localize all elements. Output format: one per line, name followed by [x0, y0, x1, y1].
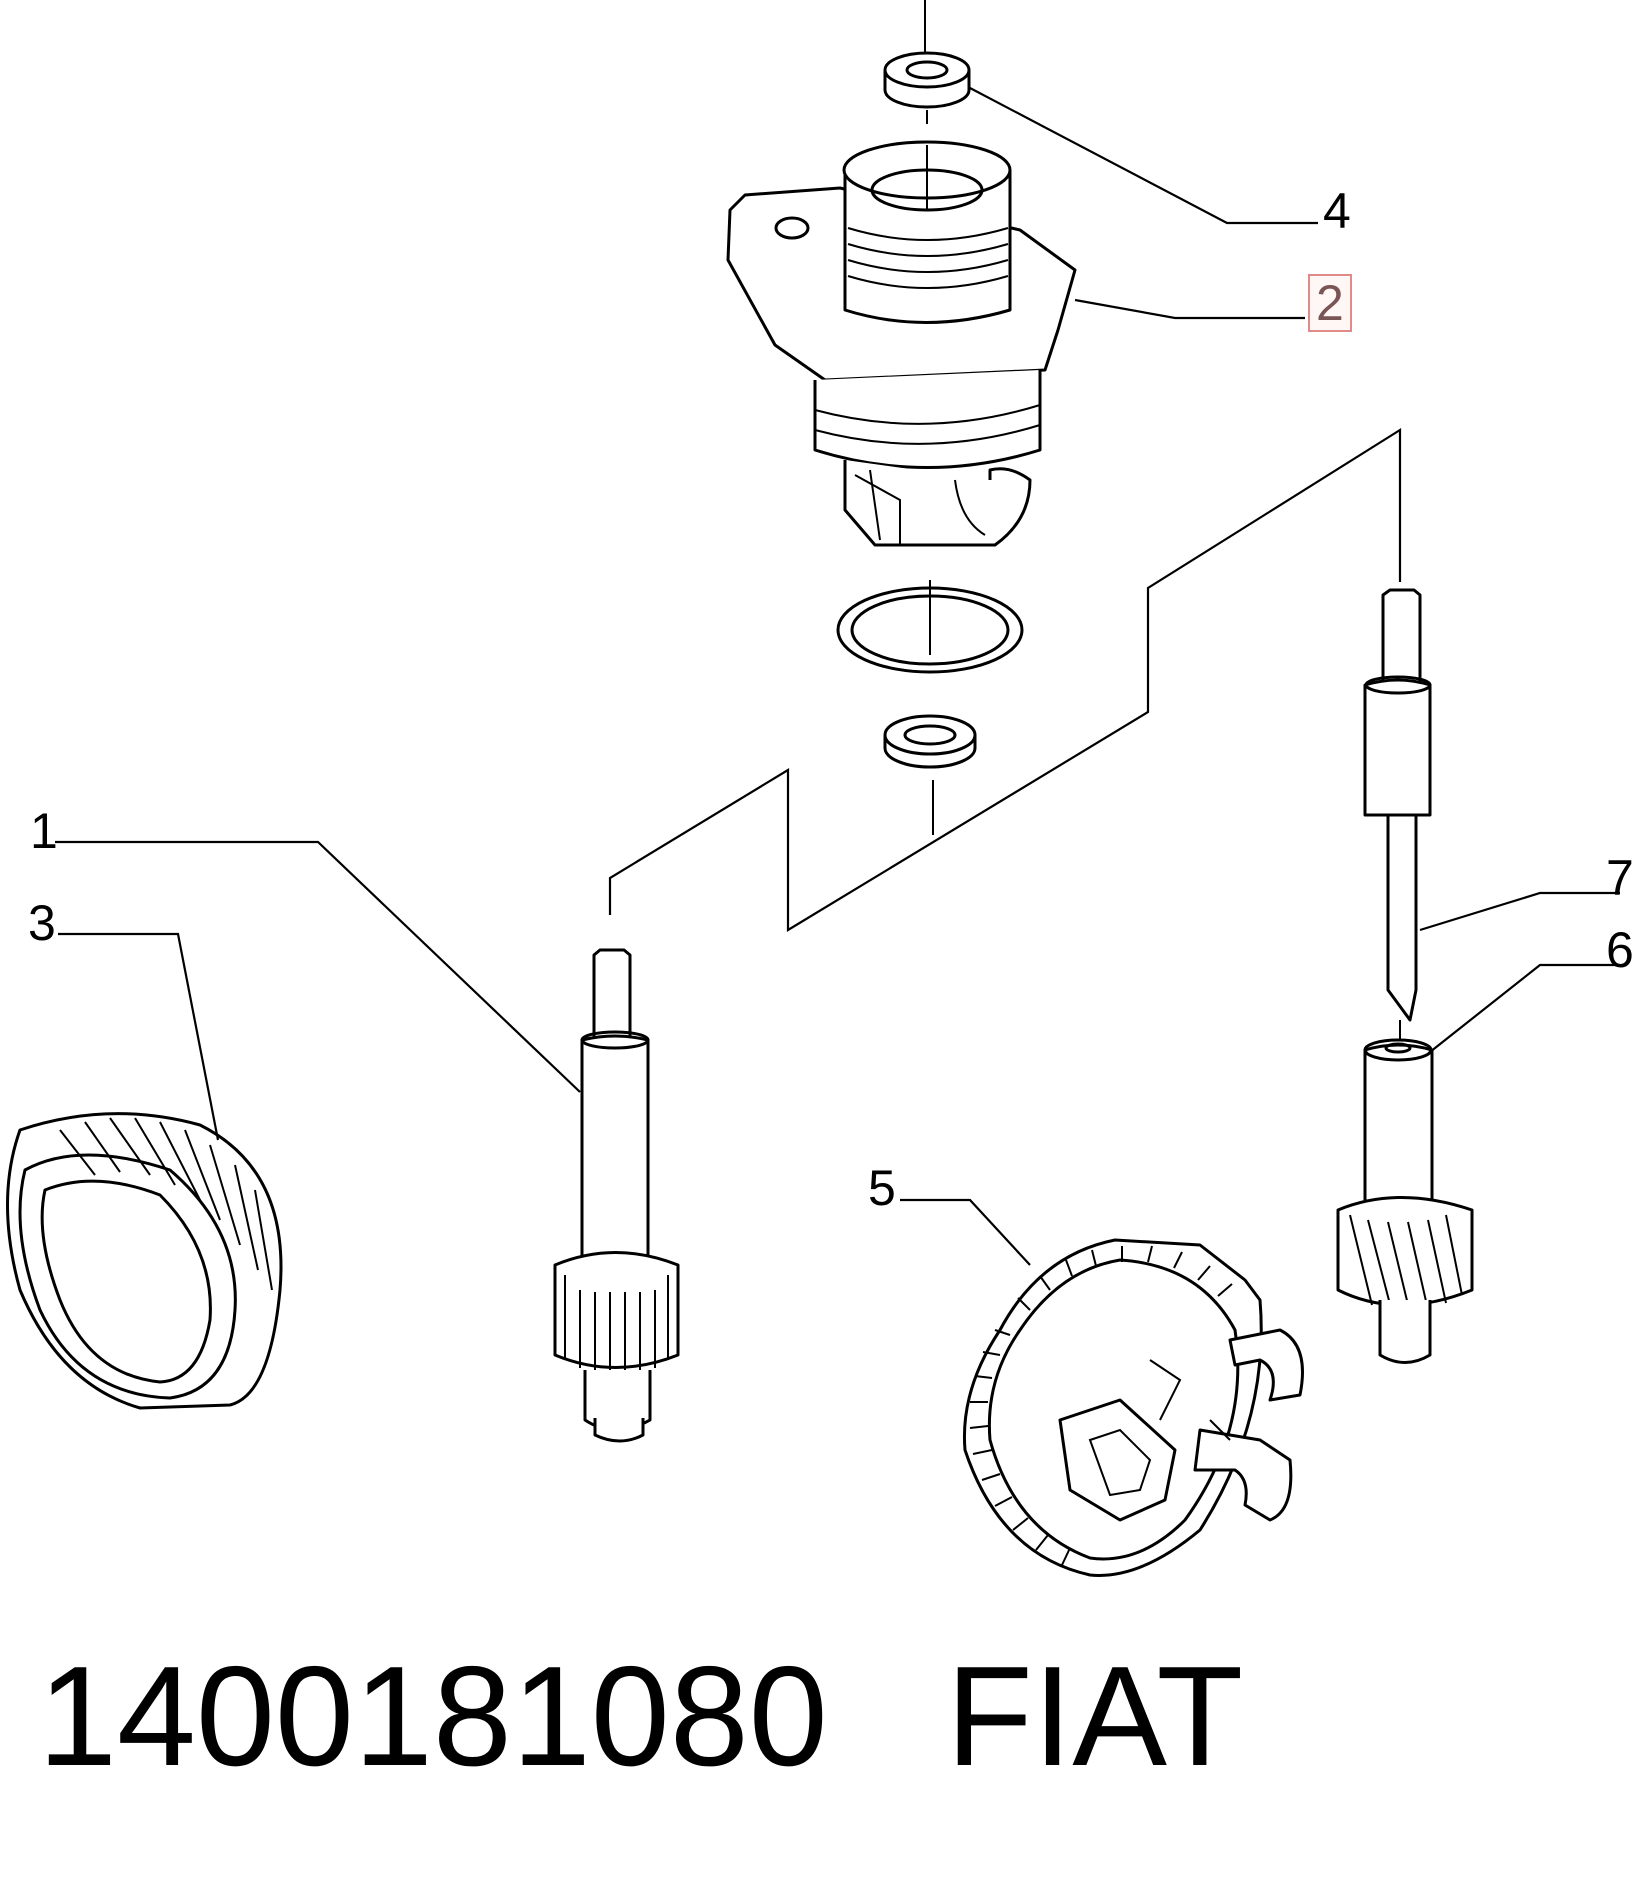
part-caption: 1400181080 FIAT [38, 1646, 1243, 1788]
leader-1 [55, 840, 581, 1093]
drive-gear-5 [962, 1238, 1304, 1577]
leader-4 [969, 87, 1318, 225]
callout-1[interactable]: 1 [30, 803, 58, 859]
pinion-shaft-1 [553, 948, 680, 1443]
callout-5[interactable]: 5 [868, 1160, 896, 1216]
sensor-housing [726, 140, 1077, 547]
washer-top [883, 51, 971, 109]
leader-6 [1429, 963, 1620, 1053]
callout-4[interactable]: 4 [1323, 183, 1351, 239]
callout-2[interactable]: 2 [1308, 274, 1352, 332]
brand-name: FIAT [946, 1637, 1244, 1796]
leader-7 [1419, 891, 1620, 932]
part-number: 1400181080 [38, 1637, 828, 1796]
callout-6[interactable]: 6 [1606, 922, 1634, 978]
bracket-line [608, 428, 1402, 932]
ring-gear-3 [6, 1112, 283, 1410]
leader-3 [58, 932, 220, 1141]
callout-3[interactable]: 3 [28, 895, 56, 951]
callout-7[interactable]: 7 [1606, 850, 1634, 906]
small-seal [883, 714, 977, 769]
leader-2 [1074, 298, 1305, 320]
driven-shaft-7 [1363, 588, 1432, 1022]
leader-5 [900, 1198, 1031, 1266]
driven-shaft-6 [1336, 1038, 1474, 1364]
